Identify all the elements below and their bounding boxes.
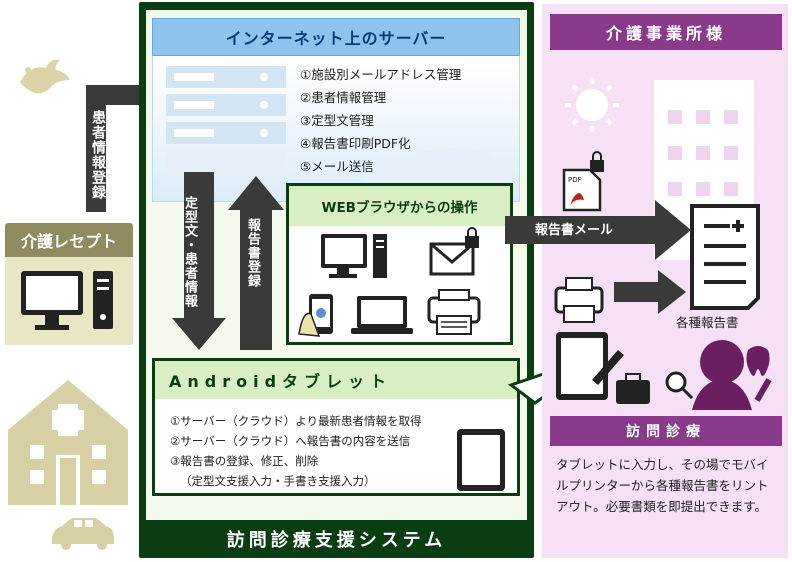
laptop-icon xyxy=(351,296,413,334)
server-title: インターネット上のサーバー xyxy=(152,18,520,56)
android-item-2: ②サーバー（クラウド）へ報告書の内容を送信 xyxy=(170,434,411,448)
svg-text:PDF: PDF xyxy=(568,176,582,184)
sun-icon xyxy=(565,78,619,132)
server-function-4: ④報告書印刷PDF化 xyxy=(300,136,411,151)
up-arrow xyxy=(228,176,284,350)
tablet-pen-icon xyxy=(556,332,624,400)
desktop-pc-icon xyxy=(21,271,113,330)
down-arrow xyxy=(172,172,226,350)
down-arrow-label: 定型文・患者情報 xyxy=(182,196,197,308)
android-item-4: （定型文支援入力・手書き支援入力） xyxy=(180,474,376,488)
server-function-5: ⑤メール送信 xyxy=(300,159,374,174)
smartphone-hand-icon xyxy=(298,294,333,337)
magnifier-icon xyxy=(665,371,694,400)
tablet-icon xyxy=(457,429,505,491)
toothbrush-icon xyxy=(754,378,772,402)
report-document-icon xyxy=(690,204,760,310)
system-title: 訪問診療支援システム xyxy=(226,530,447,551)
desktop-pc-icon xyxy=(321,234,387,278)
bag-icon xyxy=(616,373,650,404)
visit-care-description: タブレットに入力し、その場でモバイルプリンターから各種報告書をリントアウト。必要… xyxy=(556,457,769,514)
dove-icon xyxy=(20,59,70,94)
kaigo-receipt-box xyxy=(5,257,133,345)
pdf-lock-icon: PDF xyxy=(562,151,604,212)
android-item-1: ①サーバー（クラウド）より最新患者情報を取得 xyxy=(170,414,422,428)
android-item-3: ③報告書の登録、修正、削除 xyxy=(170,454,319,468)
android-tablet-title: Androidタブレット xyxy=(155,361,517,399)
report-label: 各種報告書 xyxy=(676,315,739,330)
report-mail-arrow xyxy=(505,200,691,260)
printer-icon xyxy=(427,289,481,335)
register-label: 患者情報登録 xyxy=(90,110,106,200)
center-arrows xyxy=(172,172,284,350)
left-illustrations xyxy=(8,59,140,550)
kaigo-receipt-label: 介護レセプト xyxy=(5,223,133,257)
server-function-3: ③定型文管理 xyxy=(300,113,374,128)
report-mail-label: 報告書メール xyxy=(535,223,614,238)
web-browser-title: WEBブラウザからの操作 xyxy=(289,186,510,226)
server-function-2: ②患者情報管理 xyxy=(300,90,387,105)
server-function-1: ①施設別メールアドレス管理 xyxy=(300,67,462,82)
tooth-icon xyxy=(746,346,770,376)
hospital-icon xyxy=(8,380,128,505)
visit-care-title: 訪問診療 xyxy=(550,416,782,446)
register-arrow xyxy=(86,85,140,212)
printer-to-report-arrow xyxy=(614,270,686,314)
patient-silhouette-icon xyxy=(692,340,752,410)
mail-lock-icon xyxy=(429,227,479,276)
up-arrow-label: 報告書登録 xyxy=(245,218,260,288)
web-devices xyxy=(298,227,481,337)
car-icon xyxy=(52,518,114,550)
facility-illustrations: PDF xyxy=(554,78,772,410)
facility-title: 介護事業所様 xyxy=(550,14,782,50)
server-rack-icon xyxy=(166,66,286,174)
printer-icon xyxy=(554,277,604,323)
